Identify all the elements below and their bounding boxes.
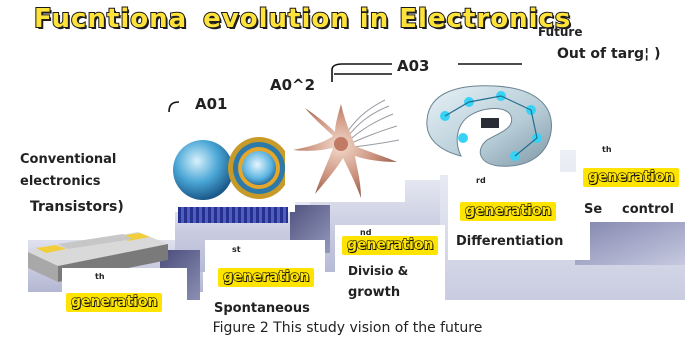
future-label: Future (538, 26, 582, 38)
conventional-label-line-1: Conventional (20, 153, 116, 166)
gen-1-badge: generation (218, 268, 314, 287)
gen-1-prefix: st (232, 246, 241, 254)
a03-chip (481, 118, 499, 128)
conventional-label-line-2: electronics (20, 175, 101, 188)
transistors-label: Transistors) (30, 200, 124, 214)
gen-3-badge: generation (460, 202, 556, 221)
gen-2-badge: generation (342, 236, 438, 255)
diagram-title: Fucntiona evolution in Electronics (34, 4, 571, 34)
neuron-nucleus (334, 137, 348, 151)
gen-2-description-line-1: Divisio & (348, 265, 408, 277)
gen-4-badge: generation (583, 168, 679, 187)
a01-liposome-image (165, 120, 295, 212)
a01-label: A01 (195, 97, 227, 112)
gen-0-badge: generation (66, 293, 162, 312)
liposome-sphere-closed (173, 140, 233, 200)
gen-1-description: Spontaneous (214, 302, 310, 315)
gen-0-prefix: th (95, 273, 105, 281)
figure-caption: Figure 2 This study vision of the future (0, 320, 695, 336)
title-part-2: evolution in Electronics (203, 4, 571, 34)
liposome-sphere-core (242, 151, 276, 185)
gen-2-description-line-2: growth (348, 286, 400, 299)
a01-device-stripe (178, 207, 288, 223)
a02-neuron-image (285, 90, 405, 202)
a03-label: A03 (397, 59, 429, 74)
a03-device-image (415, 80, 560, 175)
a01-bracket (165, 98, 195, 114)
gen-4-prefix: th (602, 146, 612, 154)
gen-4-description-line-1: Se (584, 203, 602, 216)
gen-4-description-line-2: control (622, 203, 674, 216)
future-out-of-target: Out of targ¦ ) (557, 47, 660, 61)
title-part-1: Fucntiona (34, 4, 187, 34)
gen-3-prefix: rd (476, 177, 486, 185)
gen-3-description: Differentiation (456, 235, 563, 248)
